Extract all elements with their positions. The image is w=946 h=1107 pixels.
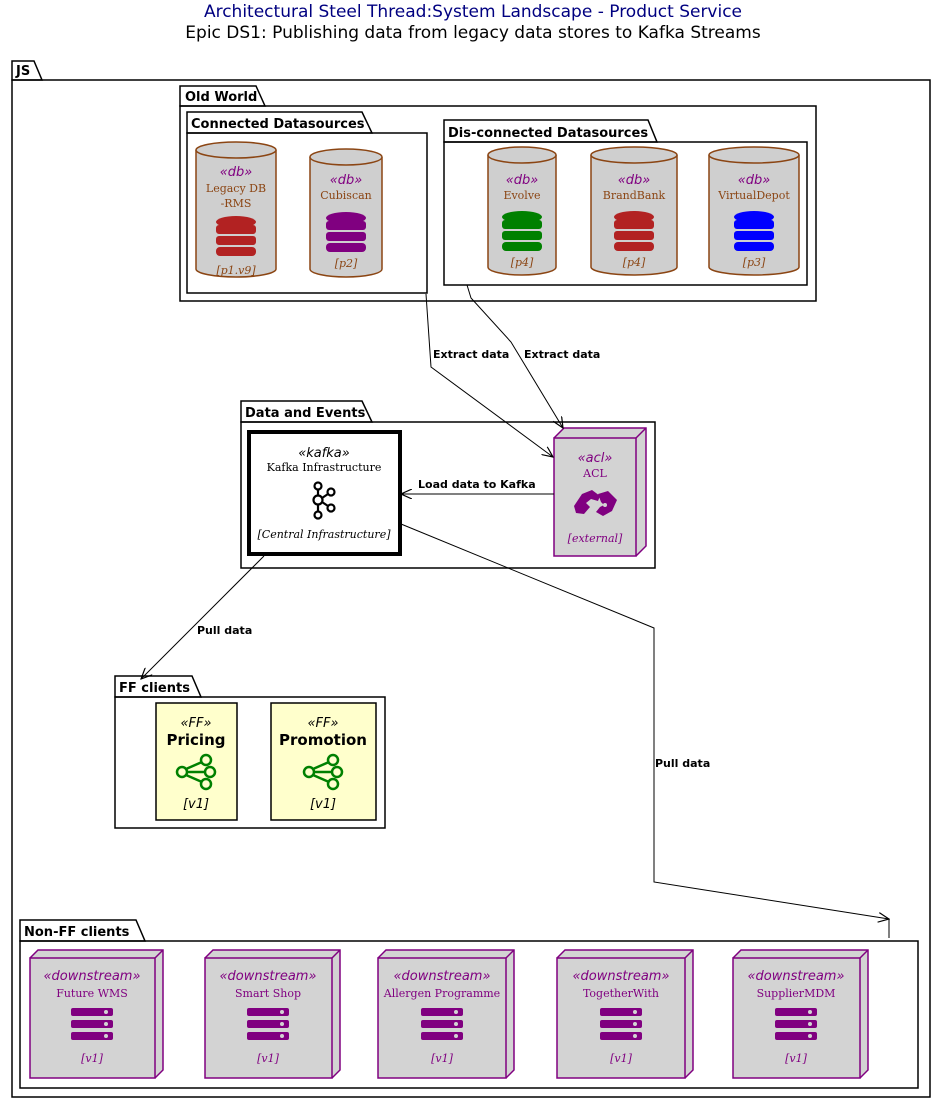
package-ff-clients-label: FF clients — [119, 681, 190, 696]
handshake-icon — [574, 490, 617, 516]
diagram-subtitle: Epic DS1: Publishing data from legacy da… — [185, 23, 761, 43]
package-data-and-events: Data and Events — [240, 400, 656, 569]
db-name: Legacy DB — [206, 182, 266, 195]
database-evolve: «db» Evolve [p4] — [487, 146, 557, 276]
package-old-world: Old World — [179, 85, 817, 302]
diagram-title: Architectural Steel Thread:System Landsc… — [204, 2, 742, 22]
ff-tag: [v1] — [183, 797, 209, 812]
db-tag: [p2] — [335, 257, 358, 270]
db-name-line2: -RMS — [221, 197, 252, 210]
package-ff-clients: FF clients — [114, 675, 386, 829]
acl-stereotype: «acl» — [578, 451, 613, 466]
ff-node-promotion: «FF» Promotion [v1] — [270, 702, 377, 821]
package-js-label: JS — [15, 64, 30, 79]
package-old-world-label: Old World — [185, 90, 257, 105]
db-name: BrandBank — [603, 189, 666, 202]
package-disconnected-label: Dis-connected Datasources — [448, 126, 648, 141]
db-tag: [p4] — [511, 256, 534, 269]
db-name: Cubiscan — [320, 189, 372, 202]
database-cubiscan: «db» Cubiscan [p2] — [309, 148, 383, 278]
acl-tag: [external] — [568, 532, 623, 545]
downstream-stereotype: «downstream» — [573, 969, 670, 984]
ff-node-pricing: «FF» Pricing [v1] — [155, 702, 238, 821]
kafka-infrastructure-node: «kafka» Kafka Infrastructure [Central In… — [247, 430, 402, 556]
package-js: JS — [11, 60, 931, 1098]
database-brandbank: «db» BrandBank [p4] — [590, 146, 678, 276]
downstream-future-wms: «downstream» Future WMS [v1] — [29, 949, 164, 1079]
edge-extract-disconnected: Extract data — [466, 284, 600, 428]
ff-name: Pricing — [167, 731, 226, 749]
ff-tag: [v1] — [310, 797, 336, 812]
package-connected-label: Connected Datasources — [191, 117, 365, 132]
acl-name: ACL — [582, 467, 607, 480]
edge-pull-nonff: Pull data — [400, 523, 889, 938]
downstream-tag: [v1] — [610, 1052, 633, 1065]
edge-label: Extract data — [433, 348, 509, 361]
db-name: VirtualDepot — [717, 189, 790, 202]
edge-load-kafka: Load data to Kafka — [401, 478, 554, 494]
database-legacy-db: «db» Legacy DB -RMS [p1.v9] — [195, 141, 277, 278]
downstream-togetherwith: «downstream» TogetherWith [v1] — [556, 949, 694, 1079]
ff-name: Promotion — [279, 731, 367, 749]
database-icon — [326, 212, 366, 252]
db-stereotype: «db» — [220, 165, 253, 180]
db-stereotype: «db» — [506, 173, 539, 188]
db-tag: [p3] — [743, 256, 766, 269]
server-icon — [247, 1008, 289, 1040]
db-name: Evolve — [503, 189, 540, 202]
kafka-tag: [Central Infrastructure] — [257, 528, 391, 541]
db-stereotype: «db» — [618, 173, 651, 188]
ff-stereotype: «FF» — [307, 716, 338, 731]
database-icon — [614, 211, 654, 251]
downstream-tag: [v1] — [431, 1052, 454, 1065]
package-data-events-label: Data and Events — [245, 406, 366, 421]
acl-node: «acl» ACL [external] — [553, 427, 647, 557]
db-stereotype: «db» — [330, 173, 363, 188]
downstream-name: Smart Shop — [235, 987, 301, 1000]
downstream-name: Allergen Programme — [383, 987, 500, 1000]
database-icon — [502, 211, 542, 251]
server-icon — [421, 1008, 463, 1040]
kafka-name: Kafka Infrastructure — [267, 461, 382, 474]
db-tag: [p1.v9] — [216, 264, 256, 277]
downstream-tag: [v1] — [81, 1052, 104, 1065]
ff-stereotype: «FF» — [180, 716, 211, 731]
server-icon — [71, 1008, 113, 1040]
downstream-allergen-programme: «downstream» Allergen Programme [v1] — [377, 949, 515, 1079]
downstream-suppliermdm: «downstream» SupplierMDM [v1] — [732, 949, 869, 1079]
kafka-stereotype: «kafka» — [298, 446, 350, 461]
kafka-icon — [312, 481, 336, 520]
downstream-smart-shop: «downstream» Smart Shop [v1] — [204, 949, 341, 1079]
downstream-stereotype: «downstream» — [394, 969, 491, 984]
downstream-name: TogetherWith — [583, 987, 659, 1000]
edge-extract-connected: Extract data — [425, 293, 553, 457]
downstream-tag: [v1] — [785, 1052, 808, 1065]
server-icon — [600, 1008, 642, 1040]
package-non-ff-clients: Non-FF clients — [19, 919, 919, 1089]
database-icon — [734, 211, 774, 251]
downstream-name: SupplierMDM — [757, 987, 836, 1000]
edge-label: Pull data — [197, 624, 252, 637]
downstream-stereotype: «downstream» — [44, 969, 141, 984]
db-tag: [p4] — [623, 256, 646, 269]
package-non-ff-label: Non-FF clients — [24, 925, 130, 940]
edge-label: Pull data — [655, 757, 710, 770]
server-icon — [775, 1008, 817, 1040]
downstream-name: Future WMS — [56, 987, 128, 1000]
database-icon — [216, 216, 256, 256]
edge-label: Load data to Kafka — [418, 478, 536, 491]
db-stereotype: «db» — [738, 173, 771, 188]
package-connected-datasources: Connected Datasources — [186, 111, 428, 294]
downstream-stereotype: «downstream» — [748, 969, 845, 984]
downstream-tag: [v1] — [257, 1052, 280, 1065]
database-virtualdepot: «db» VirtualDepot [p3] — [708, 146, 800, 276]
package-disconnected-datasources: Dis-connected Datasources — [443, 119, 808, 286]
edge-pull-ff: Pull data — [141, 555, 265, 679]
edge-label: Extract data — [524, 348, 600, 361]
downstream-stereotype: «downstream» — [220, 969, 317, 984]
